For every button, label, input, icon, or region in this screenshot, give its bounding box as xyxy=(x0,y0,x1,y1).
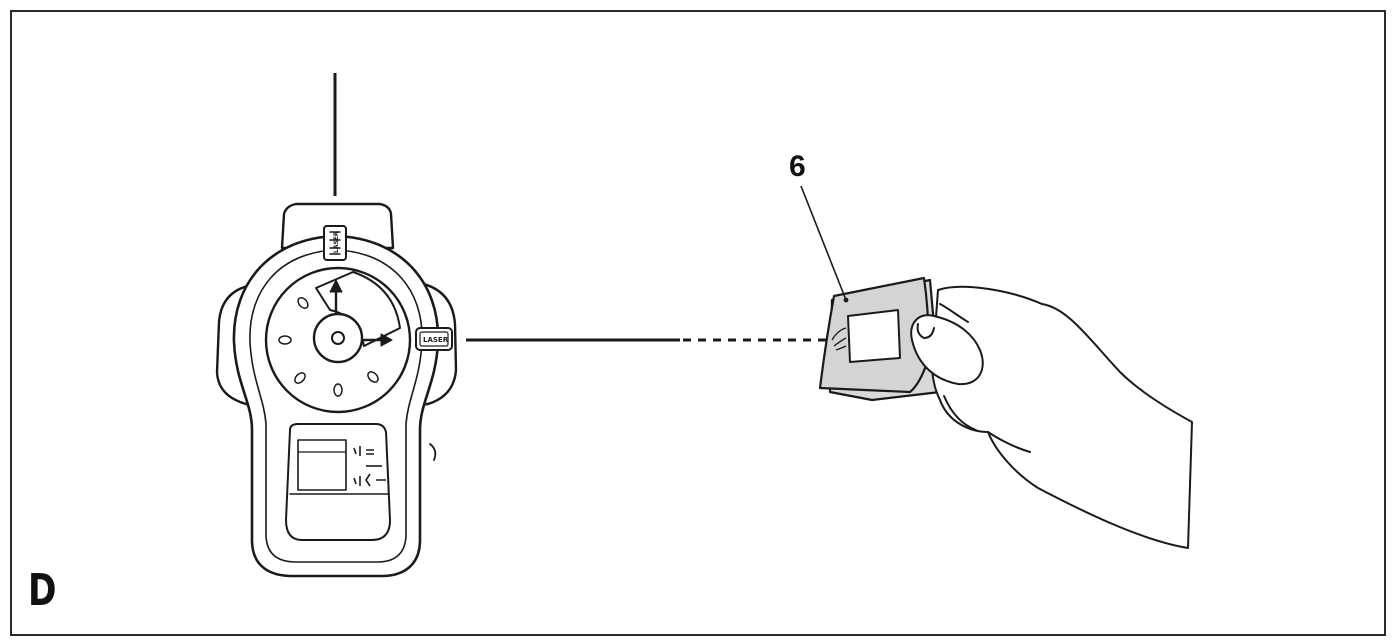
hand-outline xyxy=(931,285,1193,549)
panel-glyphs xyxy=(353,446,386,487)
callout-leader-line xyxy=(800,185,847,301)
lower-panel-window xyxy=(297,439,347,491)
top-laser-button xyxy=(323,225,347,261)
center-knob-inner xyxy=(331,331,345,345)
panel-label: D xyxy=(28,565,57,616)
top-button-label: LASER xyxy=(333,231,340,253)
target-card xyxy=(818,276,942,402)
laser-level-device xyxy=(215,202,458,578)
thumb xyxy=(910,314,984,386)
target-card-window xyxy=(847,309,901,363)
side-button-label: LASER xyxy=(423,336,449,344)
callout-number-6: 6 xyxy=(789,150,806,183)
hand-drawing xyxy=(910,285,1193,549)
